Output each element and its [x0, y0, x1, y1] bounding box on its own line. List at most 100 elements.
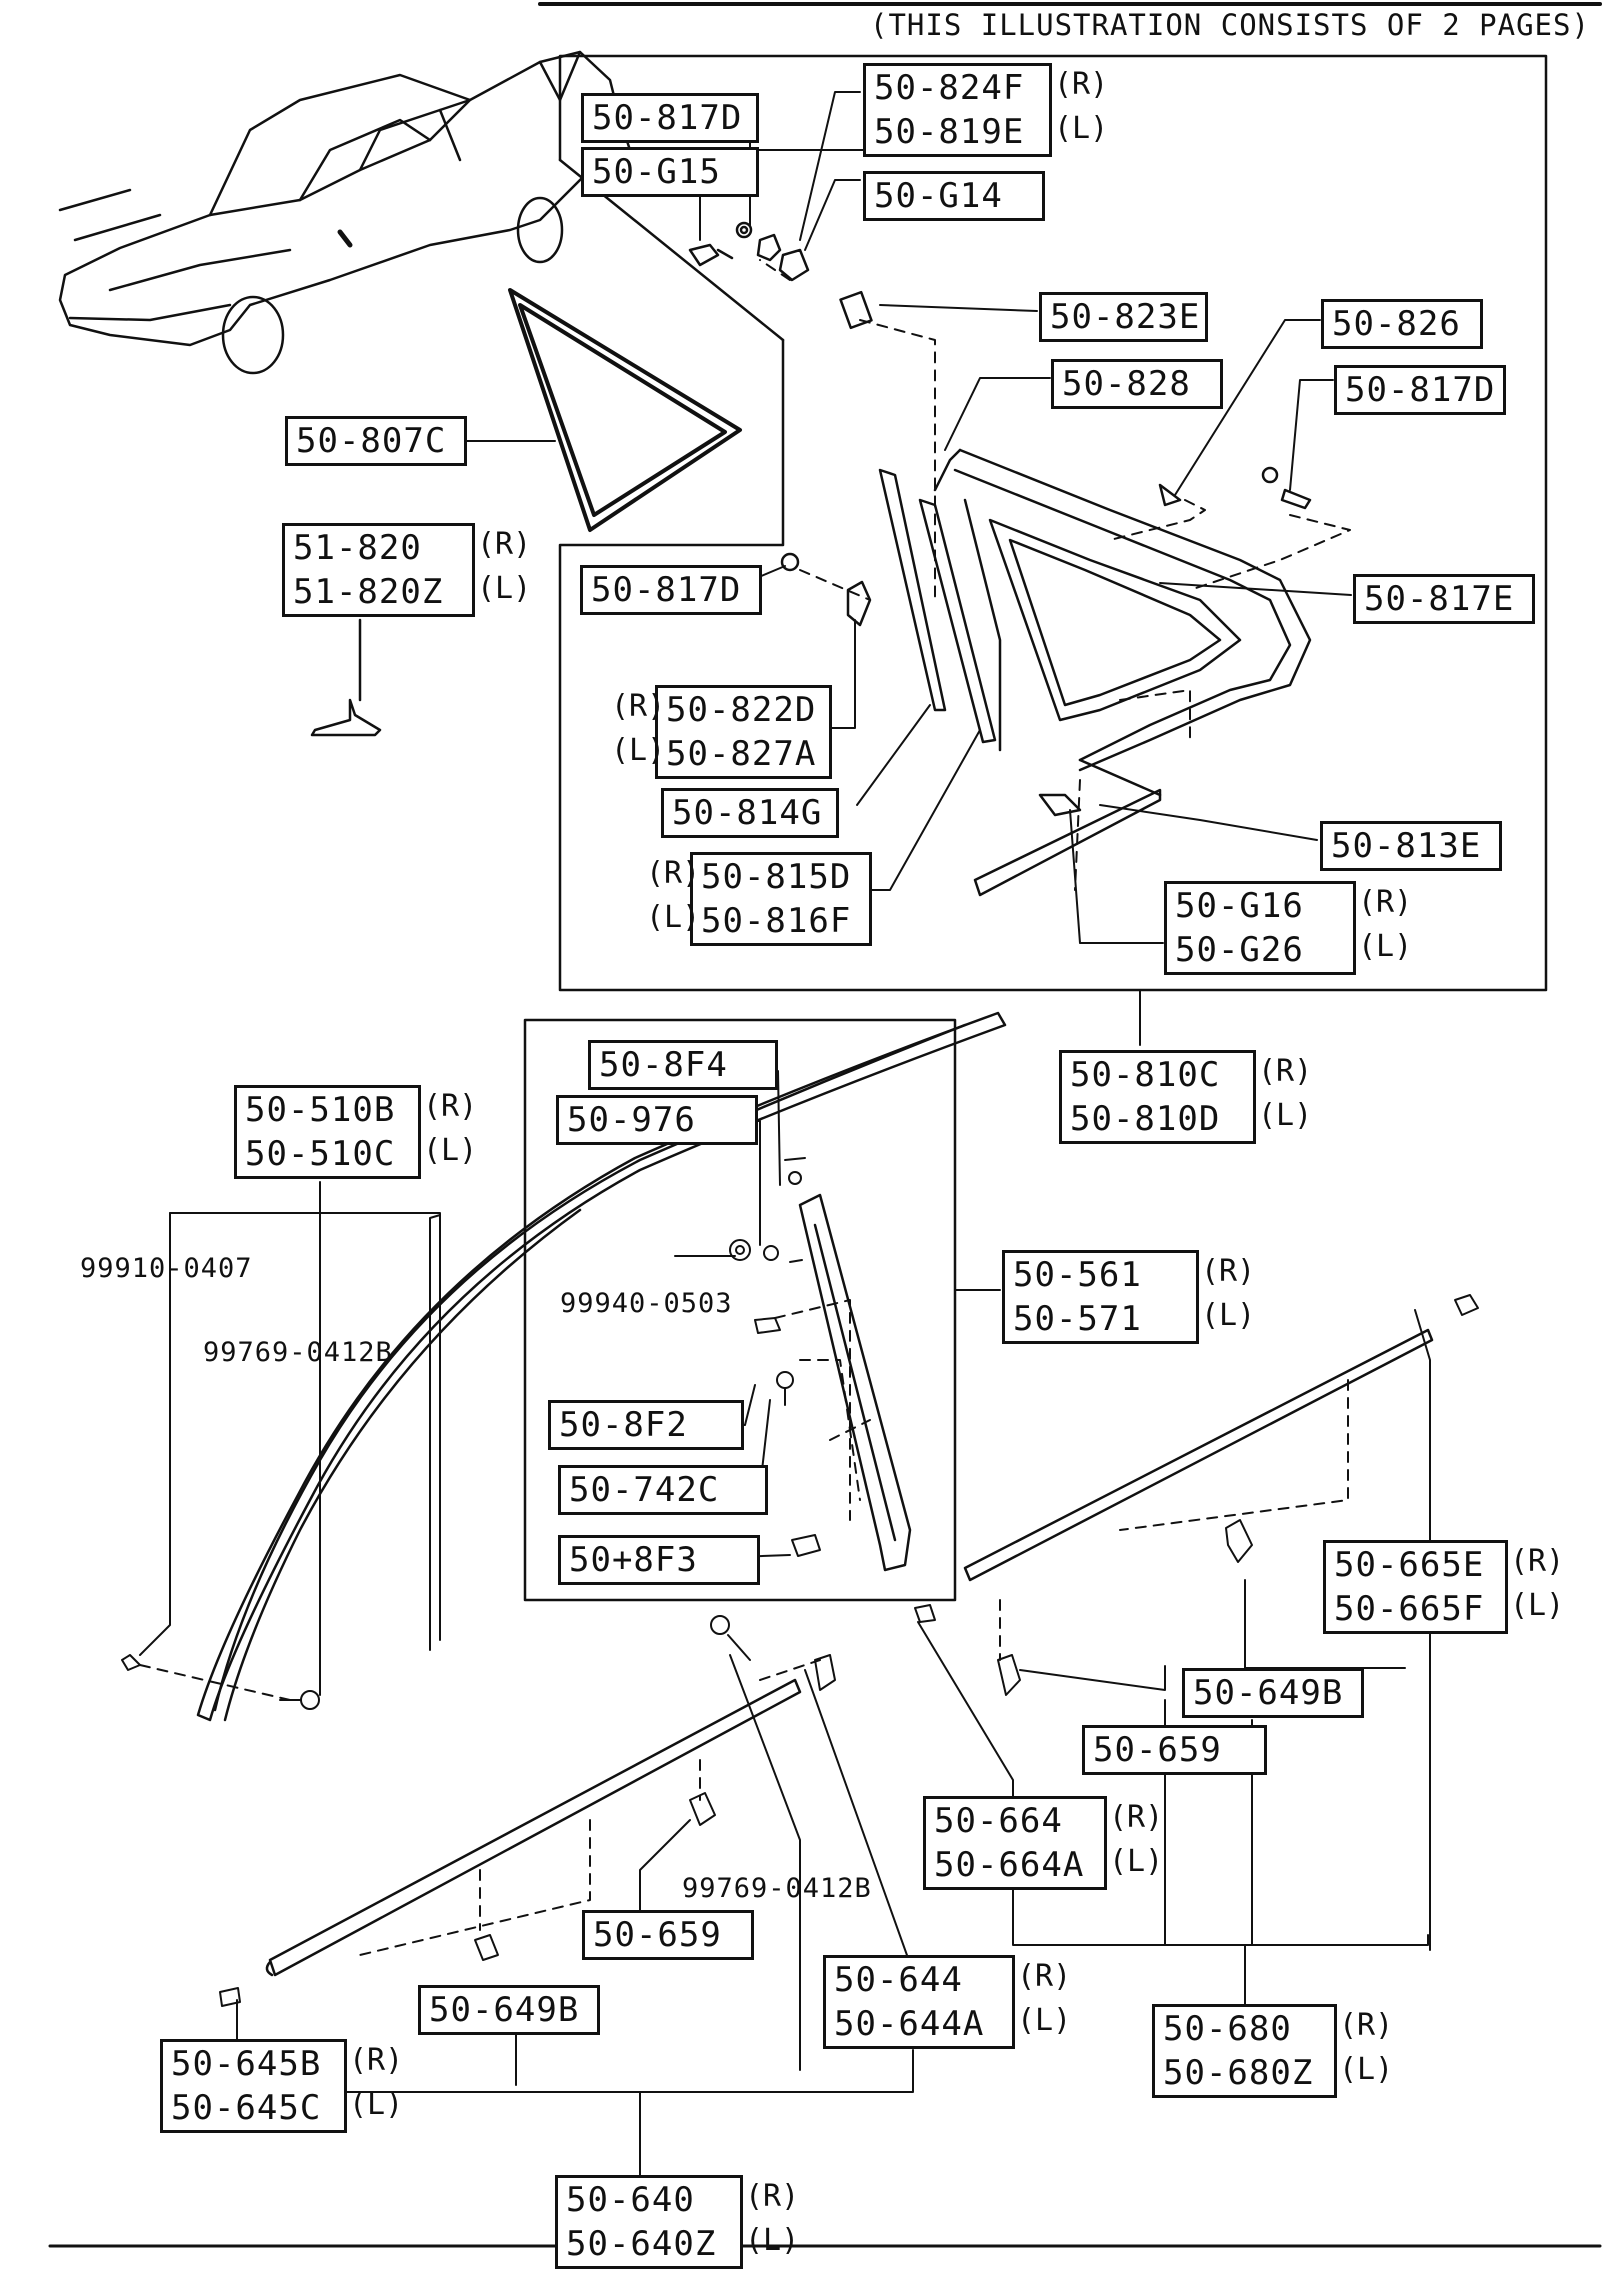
side-indicator: (R)(L) — [611, 685, 665, 779]
side-label: (R) — [1358, 885, 1413, 920]
side-indicator: (R)(L) — [349, 2039, 403, 2133]
part-number: 50-827A — [666, 734, 817, 774]
part-number: 50-G26 — [1175, 930, 1304, 970]
part-number: 50-G16 — [1175, 886, 1304, 926]
side-label: (L) — [1358, 929, 1413, 964]
part-callout: 50-976 — [556, 1095, 758, 1145]
side-label: (R) — [611, 689, 666, 724]
part-number: 50-813E — [1331, 826, 1482, 866]
part-number: 50-659 — [593, 1915, 722, 1955]
part-number: 50-510C — [245, 1134, 396, 1174]
side-label: (L) — [1201, 1298, 1256, 1333]
part-number: 50-644 — [834, 1960, 963, 2000]
side-indicator: (R)(L) — [477, 523, 531, 617]
part-callout: 50-826 — [1321, 299, 1483, 349]
side-indicator: (R) (L) — [1339, 2004, 1393, 2098]
fastener-part-number: 99940-0503 — [560, 1288, 733, 1319]
side-indicator: (R) (L) — [1258, 1050, 1312, 1144]
part-number: 50-976 — [567, 1100, 696, 1140]
part-callout: 50-659 — [582, 1910, 754, 1960]
page-count-note: (THIS ILLUSTRATION CONSISTS OF 2 PAGES) — [870, 8, 1590, 42]
part-number: 50-817D — [592, 98, 743, 138]
part-number: 50-8F4 — [599, 1045, 728, 1085]
side-label: (R) — [1017, 1959, 1072, 1994]
part-number: 51-820 — [293, 528, 422, 568]
part-callout: 50-817E — [1353, 574, 1535, 624]
side-label: (R) — [1258, 1054, 1313, 1089]
side-label: (L) — [1258, 1098, 1313, 1133]
part-number: 50-645B — [171, 2044, 322, 2084]
side-label: (R) — [349, 2043, 404, 2078]
part-number: 50-819E — [874, 112, 1025, 152]
part-number: 50-816F — [701, 901, 852, 941]
part-callout: 50-649B — [1182, 1668, 1364, 1718]
part-number: 50+8F3 — [569, 1540, 698, 1580]
side-label: (R) — [1510, 1544, 1565, 1579]
part-number: 50-814G — [672, 793, 823, 833]
part-number: 50-G14 — [874, 176, 1003, 216]
part-number: 50-644A — [834, 2004, 985, 2044]
part-callout: 50-659 — [1082, 1725, 1267, 1775]
side-label: (L) — [1510, 1588, 1565, 1623]
part-callout: 50-817D — [580, 565, 762, 615]
side-label: (L) — [1339, 2052, 1394, 2087]
part-number: 50-8F2 — [559, 1405, 688, 1445]
part-number: 51-820Z — [293, 572, 444, 612]
fastener-part-number: 99910-0407 — [80, 1253, 253, 1284]
side-indicator: (R) (L) — [1201, 1250, 1255, 1344]
window-frame-assembly — [688, 221, 1312, 897]
part-number: 50-810C — [1070, 1055, 1221, 1095]
side-indicator: (R)(L) — [1054, 63, 1108, 157]
part-number: 50-649B — [429, 1990, 580, 2030]
side-label: (L) — [745, 2223, 800, 2258]
part-callout: 50-823E — [1039, 292, 1208, 342]
side-label: (R) — [1109, 1800, 1164, 1835]
side-label: (R) — [745, 2179, 800, 2214]
side-label: (R) — [1201, 1254, 1256, 1289]
part-number: 50-817E — [1364, 579, 1515, 619]
part-number: 50-664A — [934, 1845, 1085, 1885]
side-label: (R) — [1339, 2008, 1394, 2043]
side-indicator: (R) (L) — [745, 2175, 799, 2269]
part-number: 50-510B — [245, 1090, 396, 1130]
part-callout: 50+8F3 — [558, 1535, 760, 1585]
side-label: (R) — [646, 856, 701, 891]
part-number: 50-665E — [1334, 1545, 1485, 1585]
part-callout: 50-742C — [558, 1465, 768, 1515]
part-number: 50-807C — [296, 421, 447, 461]
side-indicator: (R) (L) — [1358, 881, 1412, 975]
fastener-part-number: 99769-0412B — [203, 1337, 393, 1368]
side-label: (R) — [1054, 67, 1109, 102]
part-number: 50-824F — [874, 68, 1025, 108]
part-callout: 50-649B — [418, 1985, 600, 2035]
part-callout: 50-8F2 — [548, 1400, 744, 1450]
part-callout: 50-817D — [581, 93, 759, 143]
part-number: 50-810D — [1070, 1099, 1221, 1139]
part-callout: 50-G14 — [863, 171, 1045, 221]
part-number: 50-645C — [171, 2088, 322, 2128]
b-pillar-trim — [798, 1193, 912, 1572]
side-label: (R) — [423, 1089, 478, 1124]
side-label: (L) — [646, 900, 701, 935]
part-number: 50-680 — [1163, 2009, 1292, 2049]
door-mouldings — [265, 1328, 1434, 1977]
part-callout: 50-807C — [285, 416, 467, 466]
part-number: 50-649B — [1193, 1673, 1344, 1713]
part-callout: 50-813E — [1320, 821, 1502, 871]
side-label: (L) — [423, 1133, 478, 1168]
side-indicator: (R) (L) — [1510, 1540, 1564, 1634]
side-label: (L) — [1017, 2003, 1072, 2038]
side-indicator: (R) (L) — [646, 852, 700, 946]
part-number: 50-561 — [1013, 1255, 1142, 1295]
part-number: 50-640 — [566, 2180, 695, 2220]
